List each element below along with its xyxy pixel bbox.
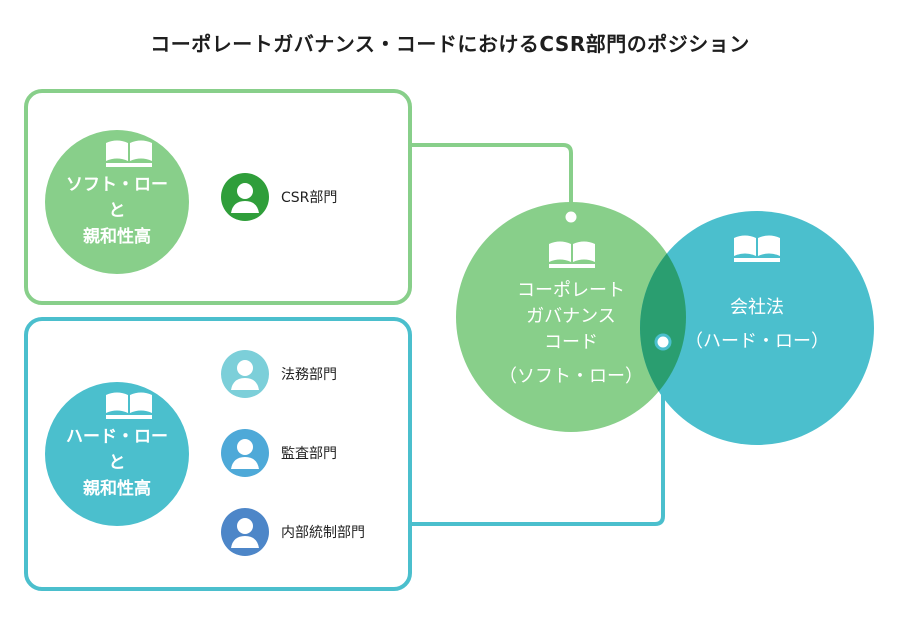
circle-line: と (108, 201, 126, 221)
hard-connector-dot (654, 333, 672, 351)
person-icon (221, 429, 269, 477)
soft-law-circle (45, 130, 189, 274)
person-icon (221, 173, 269, 221)
book-icon (734, 235, 780, 262)
role-label: 法務部門 (281, 367, 337, 383)
role-csr: CSR部門 (221, 173, 337, 221)
role-label: 監査部門 (281, 446, 337, 462)
hard-law-circle-label: ハード・ロー と 親和性高 (45, 424, 189, 502)
page-title: コーポレートガバナンス・コードにおけるCSR部門のポジション (150, 32, 750, 56)
soft-law-circle-label: ソフト・ロー と 親和性高 (45, 172, 189, 250)
book-icon (106, 392, 152, 419)
soft-connector-dot (562, 208, 580, 226)
venn-right-circle (640, 211, 874, 445)
circle-line: ソフト・ロー (66, 175, 168, 195)
book-icon (106, 140, 152, 167)
venn-line: ガバナンス (526, 306, 616, 327)
role-audit: 監査部門 (221, 429, 337, 477)
role-label: CSR部門 (281, 190, 338, 206)
hard-law-circle (45, 382, 189, 526)
soft-connector-line (410, 143, 573, 215)
book-icon (549, 241, 595, 268)
circle-line: ハード・ロー (66, 427, 168, 447)
venn-line: 会社法 (730, 297, 784, 318)
venn-line: （ハード・ロー） (685, 331, 829, 352)
venn-left-circle (456, 202, 686, 432)
person-icon (221, 508, 269, 556)
role-label: 内部統制部門 (281, 525, 365, 541)
circle-line: 親和性高 (83, 227, 151, 247)
venn-line: コーポレート (517, 280, 625, 301)
person-icon (221, 350, 269, 398)
circle-line: 親和性高 (83, 479, 151, 499)
venn-left-label: コーポレート ガバナンス コード （ソフト・ロー） (491, 278, 651, 390)
circle-line: と (108, 453, 126, 473)
venn-right-label: 会社法 （ハード・ロー） (677, 295, 837, 355)
role-legal: 法務部門 (221, 350, 337, 398)
hard-connector-line (410, 342, 665, 526)
role-internal-control: 内部統制部門 (221, 508, 365, 556)
venn-line: コード (544, 332, 598, 353)
venn-line: （ソフト・ロー） (499, 366, 643, 387)
